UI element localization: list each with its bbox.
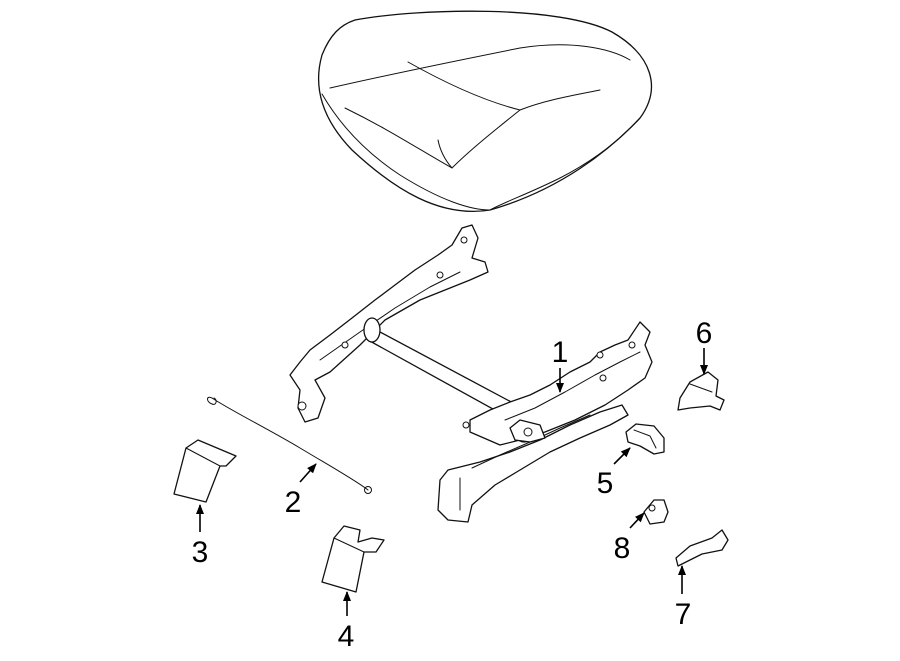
leader-8 (629, 512, 645, 529)
callout-8: 8 (614, 532, 631, 565)
seat-cushion (318, 10, 653, 212)
front-cover (321, 525, 385, 593)
callout-2: 2 (285, 486, 302, 519)
callout-5: 5 (597, 467, 614, 500)
cable (207, 396, 372, 494)
callout-6: 6 (696, 317, 713, 350)
seat-adjuster-track (289, 224, 653, 523)
handle (677, 371, 725, 411)
bracket (625, 423, 665, 455)
lever (675, 529, 729, 567)
callout-4: 4 (338, 620, 355, 653)
callout-1: 1 (552, 336, 569, 369)
callout-labels: 1 2 3 4 5 6 7 8 (192, 317, 713, 653)
callout-leaders (196, 348, 708, 616)
leader-2 (299, 463, 317, 483)
callout-7: 7 (675, 598, 692, 631)
leader-5 (613, 447, 631, 465)
knob (643, 499, 669, 525)
callout-3: 3 (192, 536, 209, 569)
side-cover (173, 439, 237, 503)
